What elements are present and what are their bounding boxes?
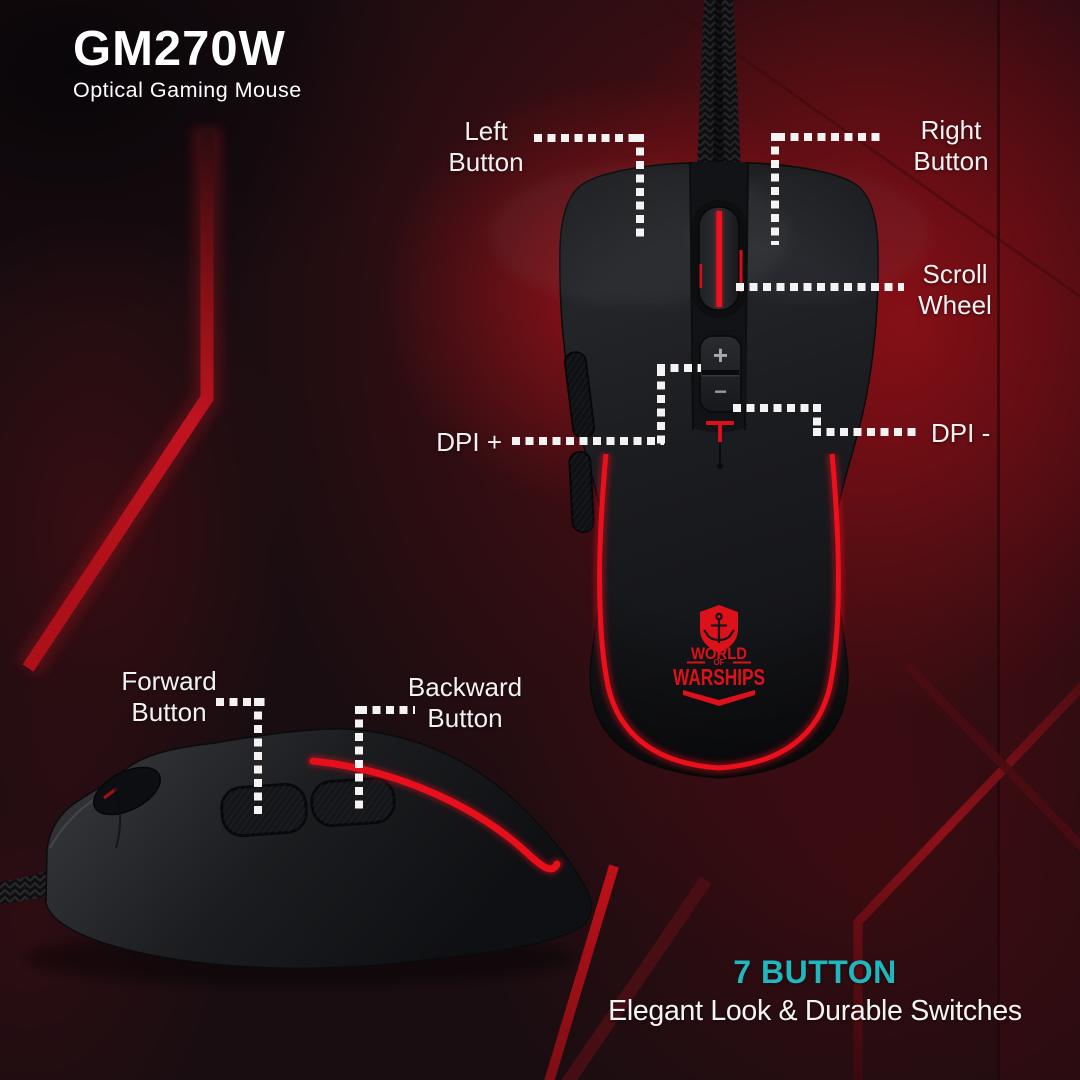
side-scroll-wheel — [93, 766, 161, 816]
side-button-upper — [563, 351, 596, 439]
dpi-plus-glyph: + — [713, 340, 728, 370]
footer-subheadline: Elegant Look & Durable Switches — [608, 995, 1022, 1027]
callout-left-button-line2: Button — [448, 146, 524, 177]
background-seam — [997, 0, 1080, 1080]
scroll-wheel — [692, 200, 746, 318]
wheel-side-tick-left — [699, 264, 703, 288]
wheel-side-tick-right — [739, 250, 743, 292]
callout-backward-button-line1: Backward — [407, 672, 523, 702]
callout-dpi-minus-label: DPI - — [931, 418, 991, 448]
callout-right-button: Right Button — [886, 115, 1016, 176]
leader-dpi-plus-h1 — [512, 437, 664, 445]
callout-dpi-minus: DPI - — [931, 418, 1061, 449]
callout-backward-button-line2: Button — [427, 702, 503, 733]
callout-forward-button: Forward Button — [104, 666, 234, 727]
leader-backward-v — [355, 706, 363, 810]
mouse-cable-side — [0, 869, 56, 904]
mouse-cable-top — [697, 0, 741, 172]
logo-of: OF — [713, 658, 724, 667]
leader-left-button-v — [636, 134, 644, 242]
header: GM270W Optical Gaming Mouse — [73, 22, 302, 103]
logo-world: WORLD — [691, 644, 747, 663]
side-wheel-red-sliver — [103, 787, 117, 800]
callout-right-button-line2: Button — [913, 145, 989, 176]
leader-right-button-h — [777, 133, 885, 141]
dpi-rocker: + − — [694, 330, 746, 418]
leader-dpi-plus-v — [657, 368, 665, 444]
leader-dpi-minus-v — [813, 404, 821, 436]
side-led-swoosh — [306, 754, 564, 876]
side-mouse — [45, 728, 593, 969]
wows-logo: WORLD OF WARSHIPS — [673, 605, 765, 706]
leader-backward-h — [359, 706, 415, 714]
leader-dpi-minus-h1 — [733, 404, 821, 412]
front-button-seam — [111, 783, 122, 849]
callout-dpi-plus-label: DPI + — [436, 427, 502, 457]
callout-left-button-line1: Left — [464, 116, 508, 146]
leader-forward-v — [254, 698, 262, 814]
callout-left-button: Left Button — [421, 116, 551, 177]
leader-scroll-wheel-h — [736, 283, 904, 291]
callout-scroll-wheel-line1: Scroll — [922, 259, 988, 289]
anchor-glyph — [703, 612, 735, 643]
product-model: GM270W — [73, 22, 286, 76]
dpi-minus-glyph: − — [714, 379, 727, 404]
callout-forward-button-line1: Forward — [121, 666, 217, 696]
leader-forward-h — [216, 698, 266, 706]
product-subtitle: Optical Gaming Mouse — [73, 78, 302, 103]
footer-headline: 7 BUTTON — [733, 954, 897, 990]
callout-backward-button: Backward Button — [400, 672, 530, 733]
callout-forward-button-line2: Button — [131, 696, 207, 727]
callout-right-button-line1: Right — [920, 115, 982, 145]
dpi-indicator — [706, 421, 734, 470]
leader-dpi-minus-h2 — [813, 428, 920, 436]
backward-button — [310, 777, 396, 827]
callout-dpi-plus: DPI + — [380, 427, 502, 458]
forward-button — [220, 782, 308, 838]
led-strip — [593, 453, 845, 775]
leader-left-button-h — [534, 134, 640, 142]
top-mouse: + − — [490, 161, 930, 779]
leader-right-button-v — [771, 133, 779, 245]
background-lines — [16, 0, 1080, 1080]
callout-scroll-wheel-line2: Wheel — [918, 289, 992, 320]
logo-warships: WARSHIPS — [673, 664, 765, 690]
callout-scroll-wheel: Scroll Wheel — [890, 259, 1020, 320]
leader-dpi-plus-h2 — [657, 364, 701, 372]
side-button-lower — [568, 451, 595, 534]
logo-banner — [683, 690, 755, 706]
